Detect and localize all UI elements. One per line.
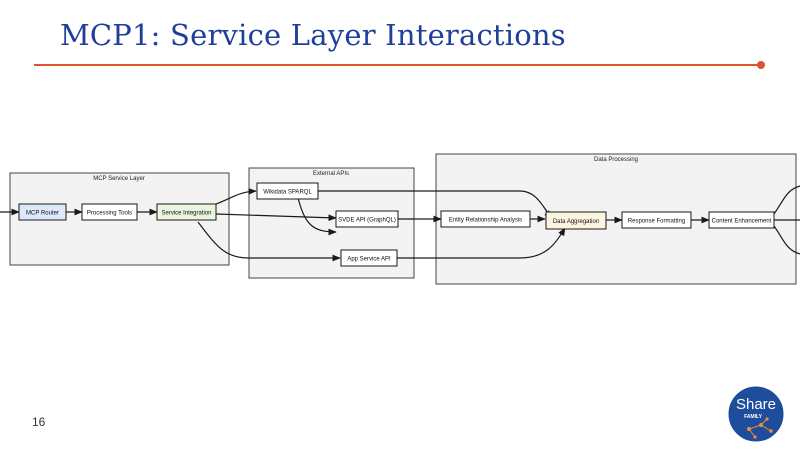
node-response-formatting: Response Formatting <box>621 211 692 229</box>
node-entity-relationship-analysis: Entity Relationship Analysis <box>440 210 531 228</box>
node-label-processing-tools: Processing Tools <box>87 211 132 217</box>
node-wikidata-sparql: Wikidata SPARQL <box>256 182 319 200</box>
node-svde-api: SVDE API (GraphQL) <box>335 210 399 228</box>
node-mcp-router: MCP Router <box>18 203 67 221</box>
edge-wikidata-svde <box>297 197 337 236</box>
title-rule-dot <box>757 61 765 69</box>
node-label-svde-api: SVDE API (GraphQL) <box>338 218 396 224</box>
page-number: 16 <box>32 415 46 429</box>
node-label-data-aggregation: Data Aggregation <box>553 219 599 225</box>
edge-integration-appservice <box>197 221 341 262</box>
node-app-service-api: App Service API <box>340 249 398 267</box>
node-label-entity-relationship-analysis: Entity Relationship Analysis <box>449 218 522 224</box>
node-label-response-formatting: Response Formatting <box>628 219 685 225</box>
group-label-data-processing: Data Processing <box>594 157 638 163</box>
slide-title: MCP1: Service Layer Interactions <box>60 18 566 52</box>
service-layer-diagram: MCP Service Layer External APIs Data Pro… <box>0 153 800 285</box>
edge-enhancement-out-1 <box>773 185 800 215</box>
node-label-app-service-api: App Service API <box>347 257 391 263</box>
group-label-mcp-service-layer: MCP Service Layer <box>93 176 145 182</box>
node-label-wikidata-sparql: Wikidata SPARQL <box>263 190 312 196</box>
group-label-external-apis: External APIs <box>313 171 349 177</box>
node-label-content-enhancement: Content Enhancement <box>712 219 772 225</box>
edge-appservice-aggregation <box>397 227 566 259</box>
node-label-mcp-router: MCP Router <box>26 211 59 217</box>
node-processing-tools: Processing Tools <box>81 203 138 221</box>
share-family-logo: Share FAMILY <box>727 385 785 443</box>
node-label-service-integration: Service Integration <box>161 211 211 217</box>
edge-integration-svde <box>215 213 337 222</box>
edge-integration-wikidata <box>215 188 257 205</box>
node-service-integration: Service Integration <box>156 203 217 221</box>
logo-subtext: FAMILY <box>744 414 763 420</box>
node-data-aggregation: Data Aggregation <box>545 211 607 230</box>
title-rule <box>34 64 760 66</box>
logo-text: Share <box>736 396 776 413</box>
node-content-enhancement: Content Enhancement <box>708 211 775 229</box>
edge-enhancement-out-3 <box>773 225 800 255</box>
